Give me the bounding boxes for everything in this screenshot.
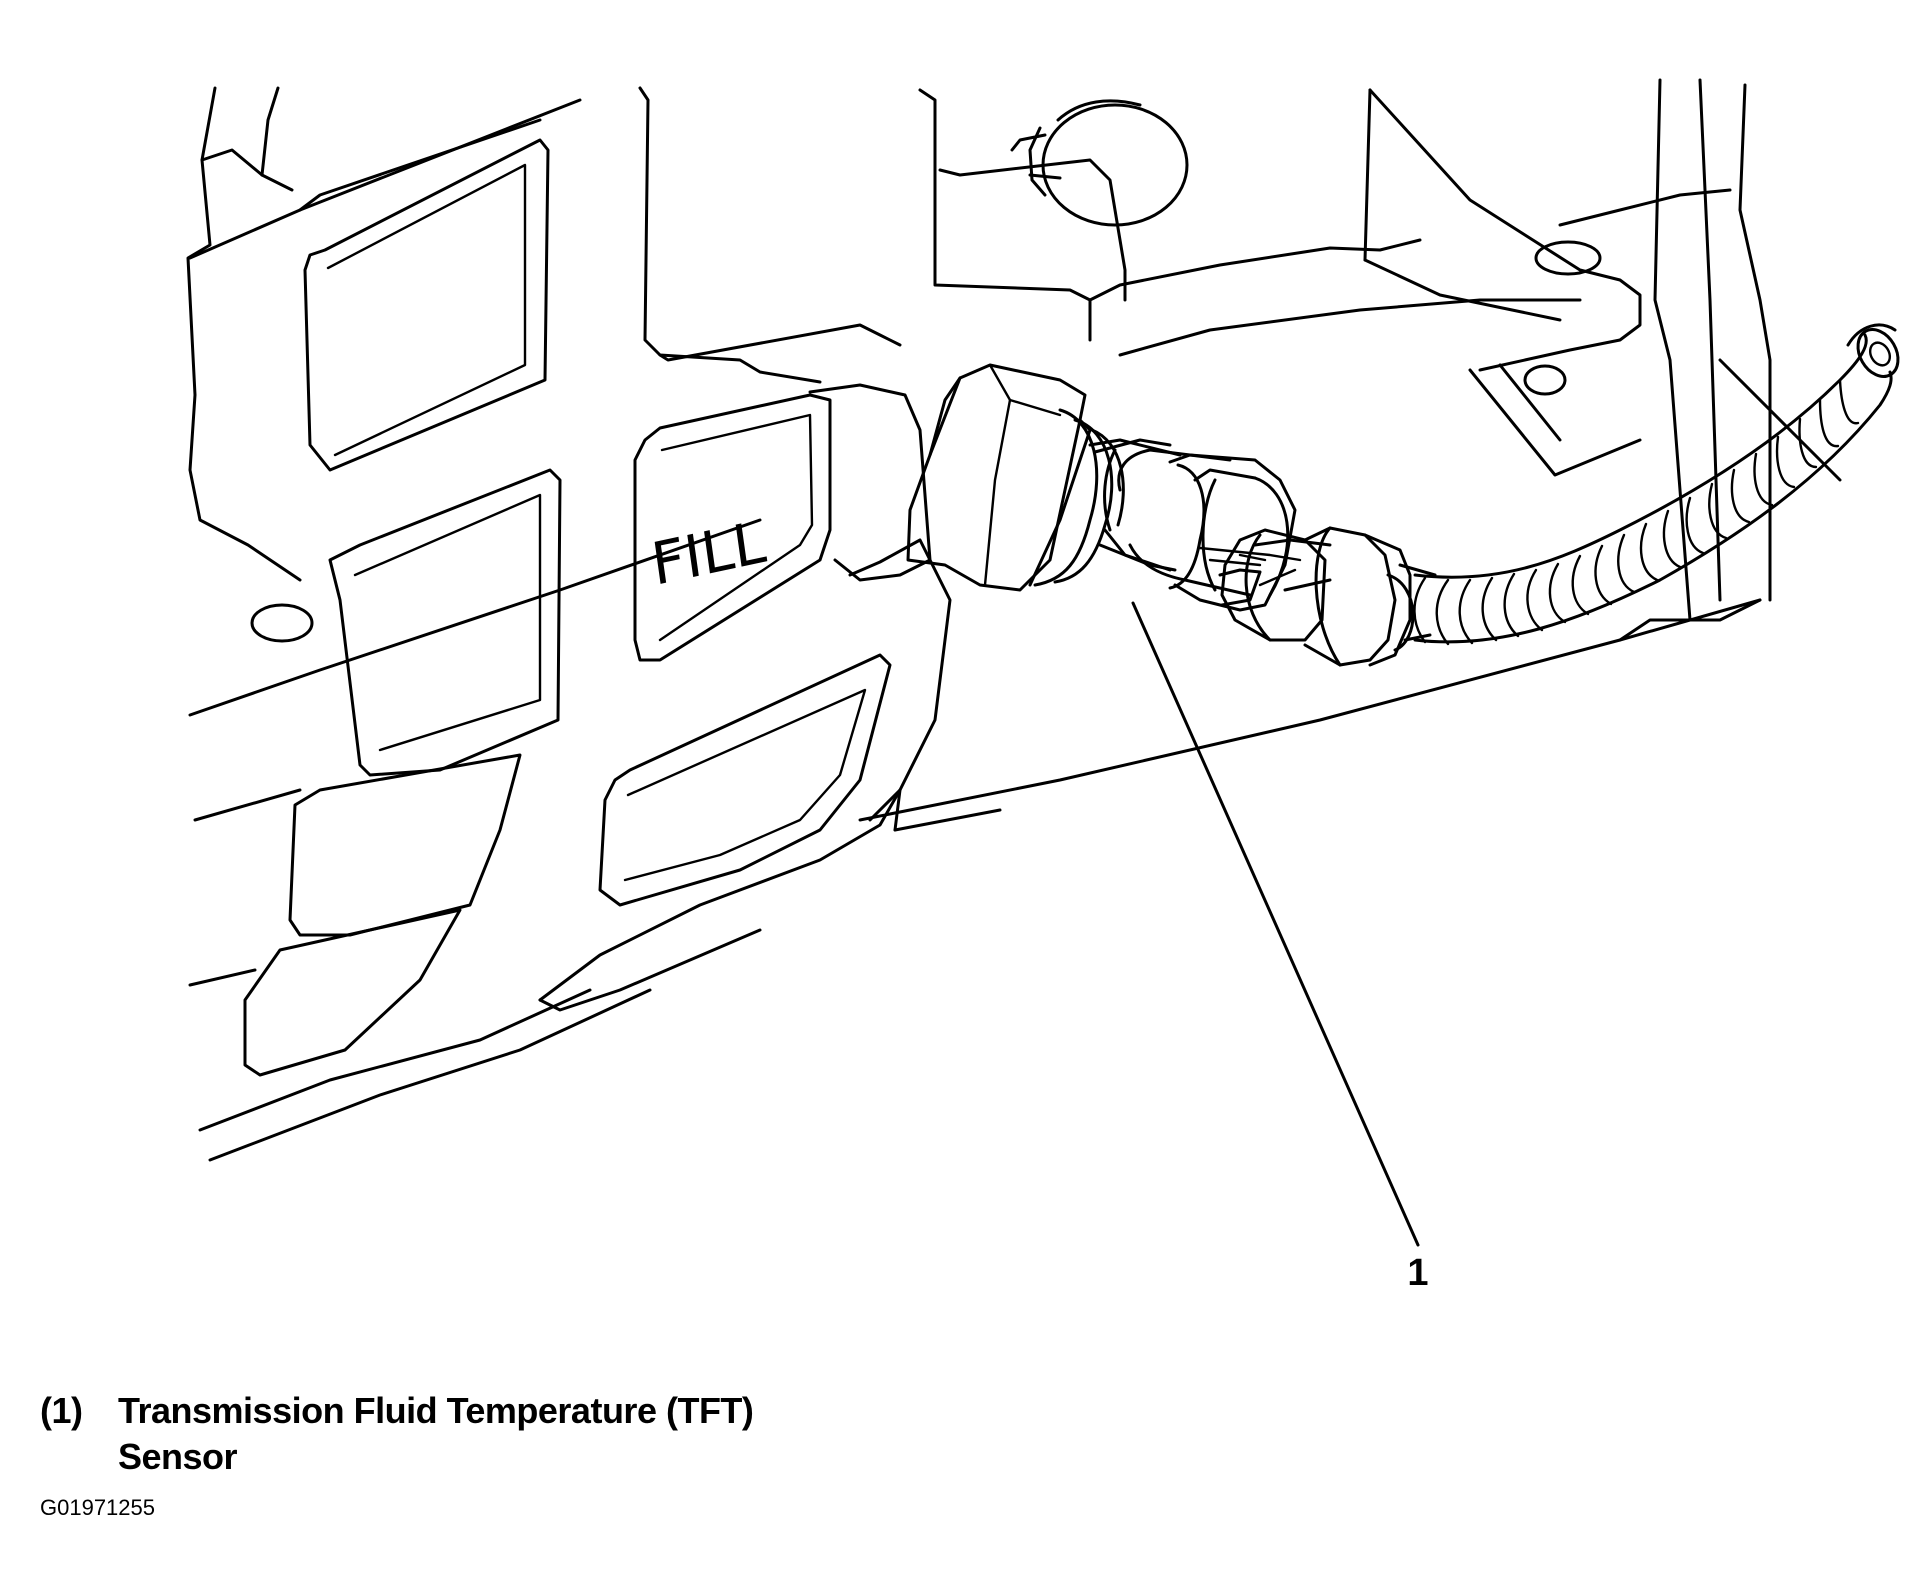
- fill-embossed-text: FILL: [647, 507, 770, 598]
- figure-id: G01971255: [40, 1495, 155, 1520]
- callout-1: 1: [1131, 601, 1429, 1294]
- harness-connector: [1220, 526, 1437, 667]
- callout-number: 1: [1407, 1252, 1428, 1294]
- caption-number: (1): [40, 1390, 83, 1431]
- transmission-case: [186, 78, 1842, 1162]
- top-boss: [1010, 99, 1189, 227]
- tft-sensor: [1093, 438, 1302, 612]
- caption-line-2: Sensor: [118, 1436, 238, 1477]
- leader-line: [1131, 601, 1420, 1247]
- wiring-harness: [1413, 323, 1900, 646]
- figure-caption: (1) Transmission Fluid Temperature (TFT)…: [40, 1388, 754, 1480]
- caption-line-1: Transmission Fluid Temperature (TFT): [118, 1390, 754, 1431]
